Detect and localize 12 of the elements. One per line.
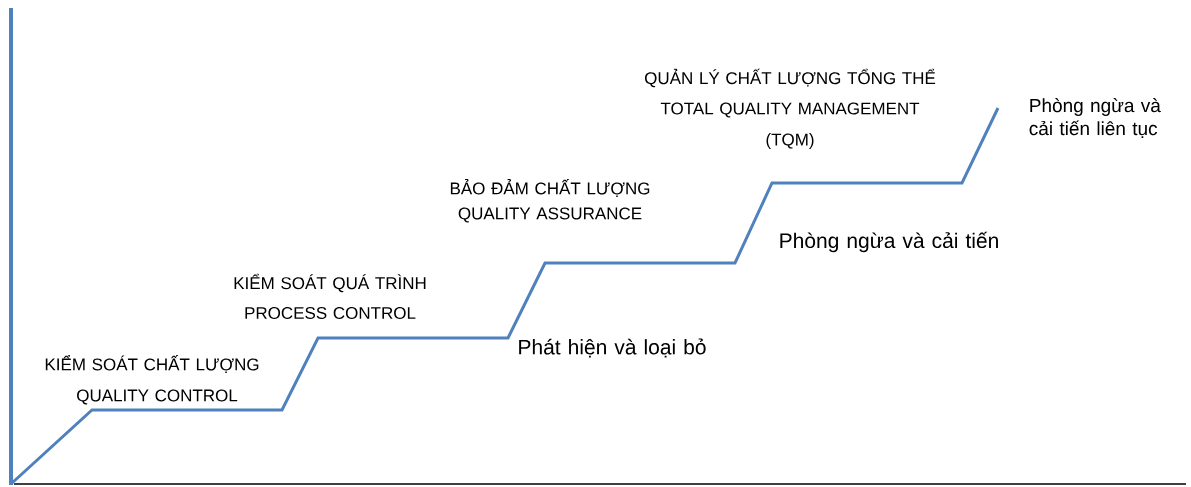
stage-title: BẢO ĐẢM CHẤT LƯỢNG [450,179,650,197]
phase-note: Phát hiện và loại bỏ [519,338,706,358]
stage-subtitle: (TQM) [766,133,814,149]
stage-title: QUẢN LÝ CHẤT LƯỢNG TỔNG THỂ [644,68,936,88]
stage-subtitle: PROCESS CONTROL [245,306,416,319]
stage-subtitle: QUALITY CONTROL [77,389,238,405]
stage-title: KIỂM SOÁT QUÁ TRÌNH [234,273,426,293]
stage-title: KIỂM SOÁT CHẤT LƯỢNG [45,355,259,373]
phase-note: Phòng ngừa và cải tiến [780,231,998,253]
phase-note: Phòng ngừa và cải tiến liên tục [1029,98,1161,138]
stage-subtitle: TOTAL QUALITY MANAGEMENT [660,102,920,118]
stage-subtitle: QUALITY ASSURANCE [458,207,642,223]
